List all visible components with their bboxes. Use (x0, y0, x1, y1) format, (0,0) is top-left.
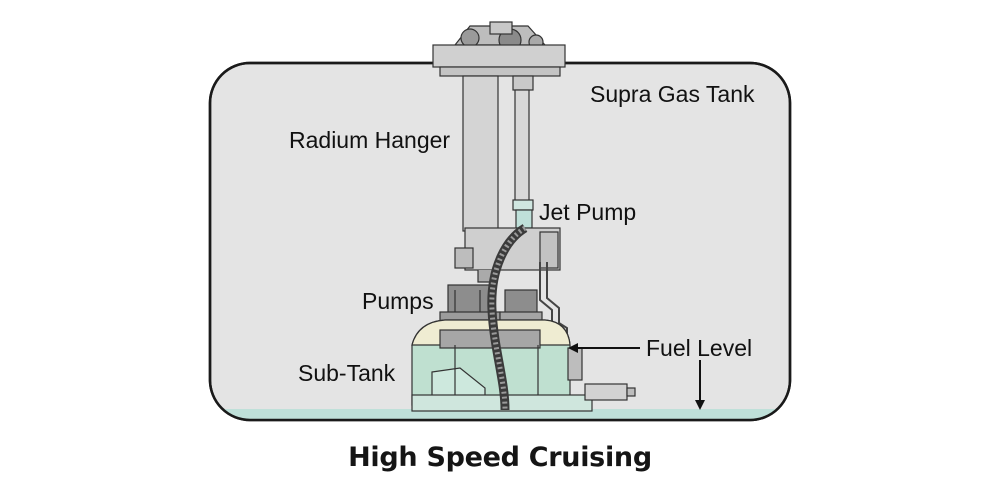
radium-hanger (462, 75, 530, 232)
label-pumps: Pumps (362, 288, 434, 314)
hanger-top (432, 21, 566, 91)
sub-tank (411, 319, 636, 412)
label-fuel-level: Fuel Level (646, 335, 752, 361)
jet-pump (512, 199, 534, 229)
diagram-caption: High Speed Cruising (348, 442, 652, 473)
fuel-hose (487, 224, 528, 411)
label-radium-hanger: Radium Hanger (289, 127, 450, 153)
label-supra-gas-tank: Supra Gas Tank (590, 81, 755, 107)
label-sub-tank: Sub-Tank (298, 360, 396, 386)
label-jet-pump: Jet Pump (539, 199, 636, 225)
tank-fuel (210, 409, 790, 420)
